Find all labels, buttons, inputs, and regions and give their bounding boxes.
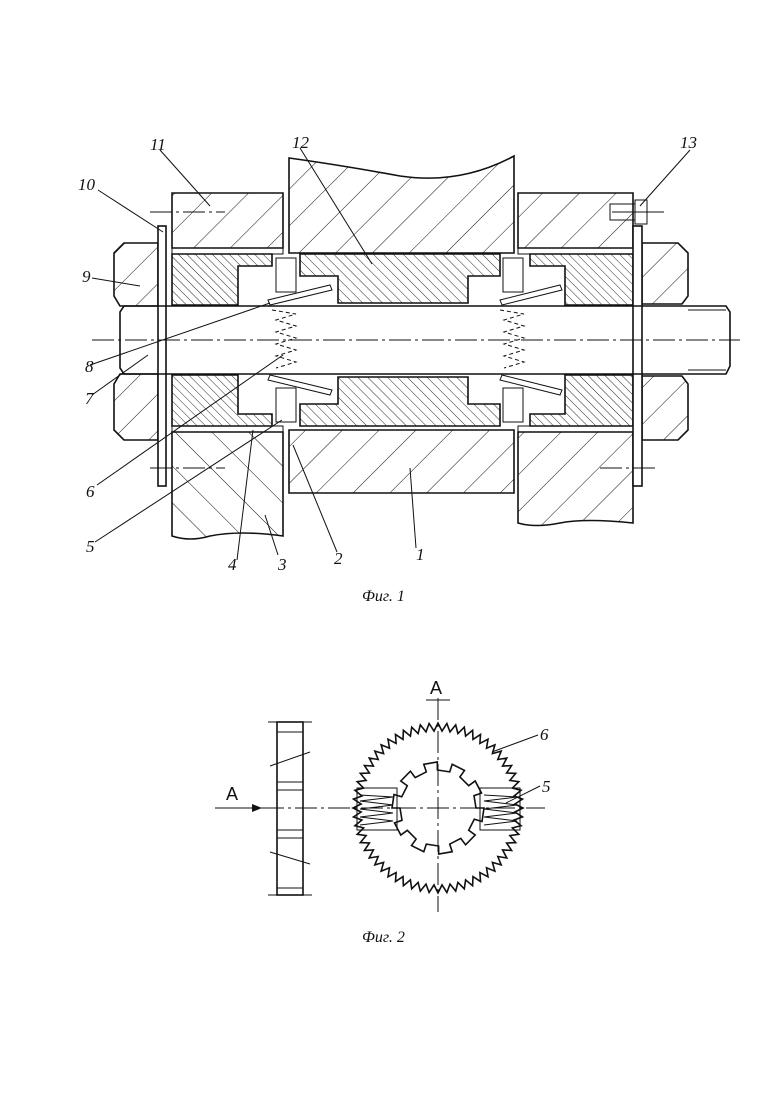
left-bushing-lower xyxy=(172,375,272,426)
figure-1: 11 10 9 8 7 6 5 4 3 2 1 12 13 Фиг. 1 xyxy=(78,133,740,605)
right-nut-upper xyxy=(642,243,688,304)
right-washer xyxy=(633,226,642,486)
fig1-label-10: 10 xyxy=(78,175,96,194)
wedge-left-lower xyxy=(268,375,332,395)
fig1-label-4: 4 xyxy=(228,555,237,574)
wedge-right-upper xyxy=(500,285,562,305)
part-9-left-nut xyxy=(114,243,158,306)
fig2-section-label-top: A xyxy=(430,678,442,698)
ring-right-lower xyxy=(503,388,523,422)
right-bushing-lower xyxy=(530,375,633,426)
part-2-ring-left-upper xyxy=(276,258,296,292)
fig1-label-6: 6 xyxy=(86,482,95,501)
liner-bottom-right xyxy=(518,426,633,432)
fig2-label-6: 6 xyxy=(540,725,549,744)
figure-2: A A 6 5 Фиг. 2 xyxy=(215,678,551,946)
part-4-liner-bottom-left xyxy=(172,426,283,432)
fig1-label-8: 8 xyxy=(85,357,94,376)
spring-right-zigzag xyxy=(500,310,524,368)
right-nut-lower xyxy=(642,376,688,440)
central-sleeve-upper xyxy=(300,254,500,303)
part-13-bolt xyxy=(610,200,664,224)
fig1-label-13: 13 xyxy=(680,133,697,152)
central-sleeve-lower xyxy=(300,377,500,426)
left-bushing-upper xyxy=(172,254,272,305)
part-2-ring-left-lower xyxy=(276,388,296,422)
fig1-label-9: 9 xyxy=(82,267,91,286)
fig1-label-7: 7 xyxy=(85,389,95,408)
fig1-label-2: 2 xyxy=(334,549,343,568)
part-11-left-upper-bracket xyxy=(172,193,283,248)
fig1-caption: Фиг. 1 xyxy=(362,588,405,605)
wedge-right-lower xyxy=(500,375,562,395)
part-12-upper-housing xyxy=(289,156,514,253)
ring-right-upper xyxy=(503,258,523,292)
fig2-caption: Фиг. 2 xyxy=(362,929,405,946)
part-9-left-nut-lower xyxy=(114,374,158,440)
part-4-liner-top-left xyxy=(172,248,283,254)
fig1-label-11: 11 xyxy=(150,135,166,154)
fig1-label-5: 5 xyxy=(86,537,95,556)
fig1-label-3: 3 xyxy=(277,555,287,574)
liner-top-right xyxy=(518,248,633,254)
fig1-label-12: 12 xyxy=(292,133,310,152)
fig2-section-label-left: A xyxy=(226,784,238,804)
spring-left-zigzag xyxy=(272,310,296,368)
right-bushing-upper xyxy=(530,254,633,305)
part-3-left-lower-bracket xyxy=(172,432,283,539)
right-lower-bracket xyxy=(518,432,633,526)
fig1-label-1: 1 xyxy=(416,545,425,564)
spring-left xyxy=(360,795,393,825)
fig2-label-5: 5 xyxy=(542,777,551,796)
part-1-lower-housing xyxy=(289,430,514,493)
part-10-left-washer xyxy=(158,226,166,486)
part-8-wedge-left-upper xyxy=(268,285,332,305)
